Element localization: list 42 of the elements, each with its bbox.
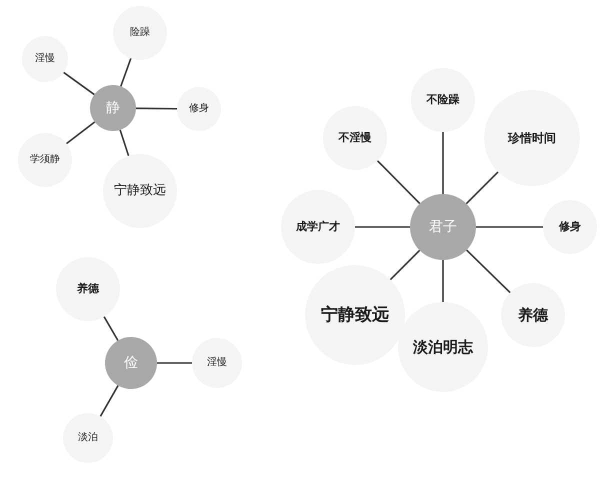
connector-line <box>466 171 499 204</box>
node-label: 淡泊 <box>78 432 98 444</box>
connector-line <box>100 385 119 417</box>
node-label: 养德 <box>77 282 99 296</box>
node-label: 淡泊明志 <box>413 338 473 356</box>
node-label: 宁静致远 <box>114 183 166 199</box>
node-label: 修身 <box>559 220 581 234</box>
node-label: 险躁 <box>130 27 150 39</box>
node-label: 不淫慢 <box>338 131 372 145</box>
connector-line <box>476 226 543 228</box>
connector-line <box>376 160 420 204</box>
connector-line <box>66 121 96 144</box>
topic-circle <box>22 36 68 82</box>
node-label: 宁静致远 <box>321 304 389 326</box>
connector-line <box>466 250 511 294</box>
node-label: 静 <box>106 100 120 116</box>
node-label: 修身 <box>189 103 209 115</box>
connector-line <box>119 130 130 156</box>
connector-line <box>103 316 119 341</box>
node-label: 不险躁 <box>426 93 460 107</box>
connector-line <box>157 362 192 364</box>
hub-circle <box>410 194 476 260</box>
connector-line <box>442 132 444 194</box>
connector-line <box>442 260 444 302</box>
node-label: 淫慢 <box>35 53 55 65</box>
node-label: 学须静 <box>30 154 60 166</box>
node-label: 俭 <box>124 354 138 372</box>
connector-line <box>120 58 132 87</box>
connector-line <box>63 72 95 96</box>
connector-line <box>136 107 178 110</box>
topic-circle <box>192 338 242 388</box>
node-label: 成学广才 <box>296 220 340 234</box>
connector-line <box>390 250 420 280</box>
node-label: 珍惜时间 <box>508 130 556 146</box>
node-label: 养德 <box>518 306 548 324</box>
connector-line <box>355 226 410 228</box>
hub-circle <box>105 337 157 389</box>
hub-circle <box>90 85 136 131</box>
topic-circle <box>63 413 113 463</box>
topic-circle <box>177 87 221 131</box>
node-label: 君子 <box>429 218 457 236</box>
node-label: 淫慢 <box>207 357 227 369</box>
